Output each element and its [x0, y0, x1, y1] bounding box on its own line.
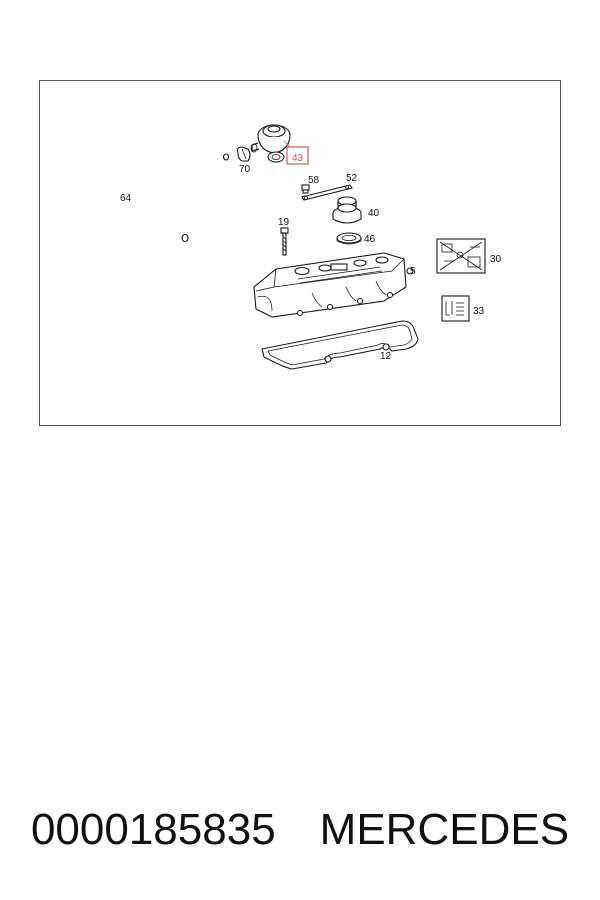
- warning-label-part: [436, 238, 486, 274]
- bolt-part: [280, 227, 289, 256]
- exploded-view-drawing: 43 70 64 58 52: [120, 124, 502, 370]
- brand-name: MERCEDES: [319, 805, 570, 854]
- valve-cover-part: [253, 252, 414, 318]
- label-52: 52: [346, 173, 358, 184]
- part-caption: 0000185835 MERCEDES: [0, 800, 600, 860]
- info-label-part: [441, 295, 470, 322]
- label-19: 19: [278, 217, 290, 228]
- bracket-part: [301, 184, 353, 201]
- label-46: 46: [364, 234, 376, 245]
- label-12: 12: [380, 351, 392, 362]
- label-30: 30: [490, 254, 502, 265]
- hose-part: [136, 153, 230, 243]
- breather-valve-part: [250, 124, 291, 163]
- label-43: 43: [292, 153, 304, 164]
- nut-part: [301, 184, 310, 194]
- label-5: 5: [410, 266, 416, 277]
- label-58: 58: [308, 175, 320, 186]
- part-number: 0000185835: [30, 805, 276, 854]
- highlight-box: [286, 146, 309, 165]
- filler-cap-part: [332, 196, 362, 224]
- label-70: 70: [239, 164, 251, 175]
- label-33: 33: [473, 306, 485, 317]
- gasket-part: [261, 320, 419, 370]
- clamp-part: [236, 146, 251, 162]
- seal-ring-part: [336, 232, 362, 245]
- label-40: 40: [368, 208, 380, 219]
- parts-diagram: 43 70 64 58 52: [39, 80, 561, 426]
- label-64: 64: [120, 193, 132, 204]
